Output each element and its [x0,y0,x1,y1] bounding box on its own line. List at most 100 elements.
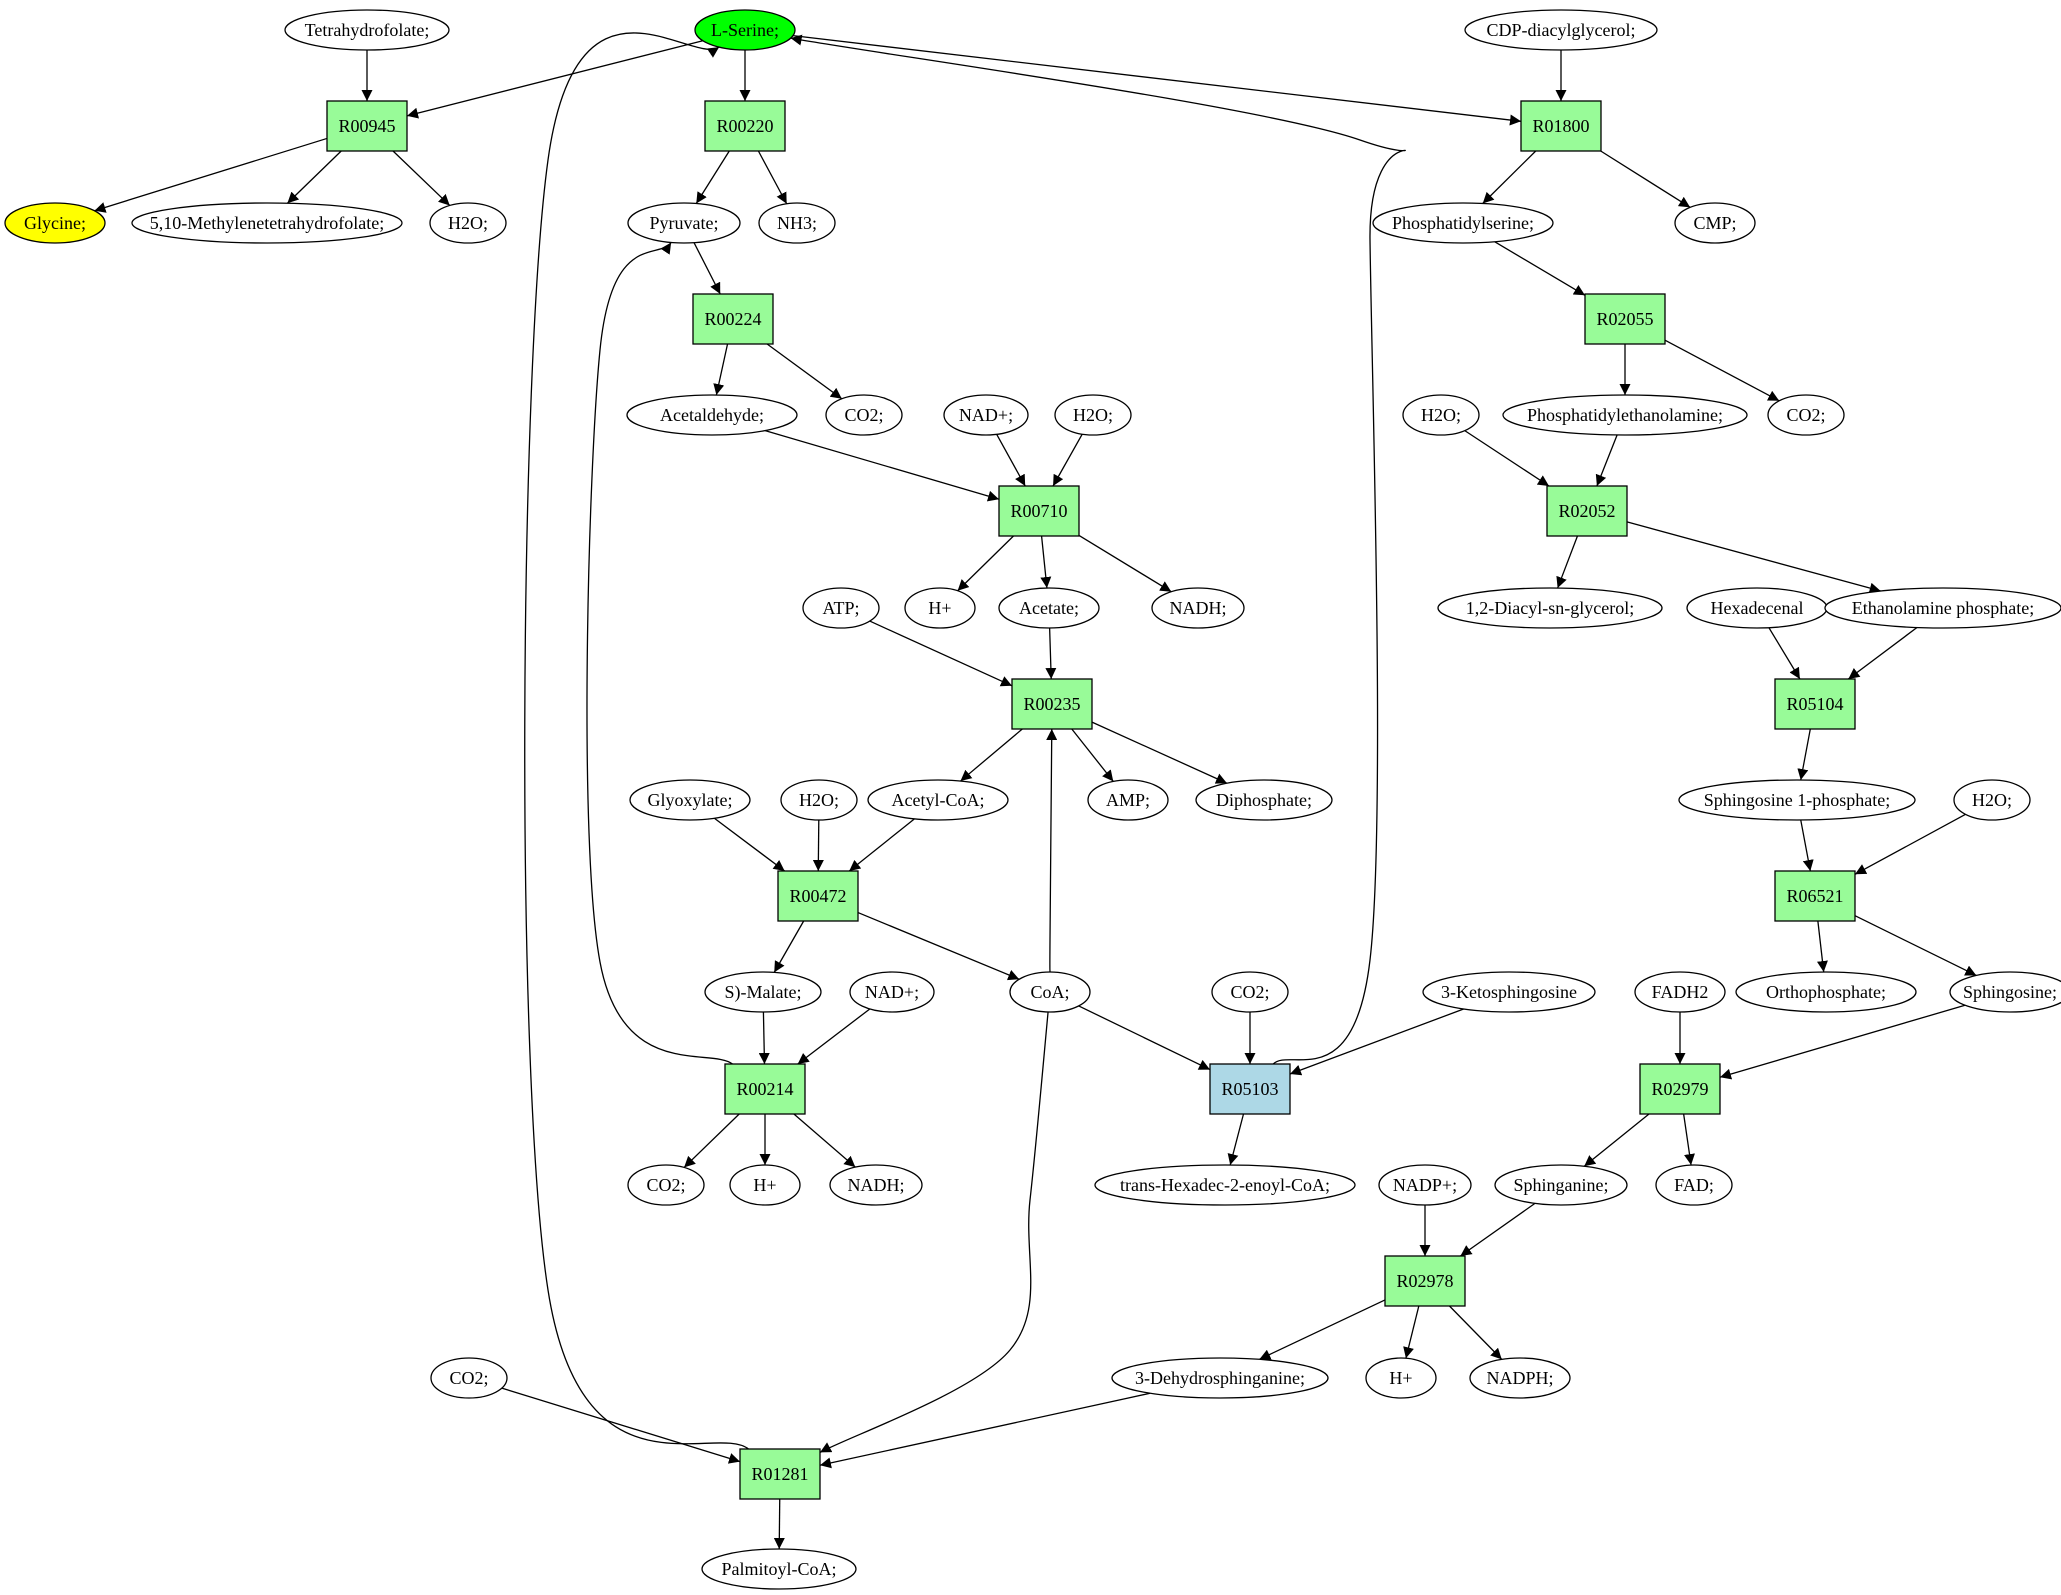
compound-node-pser[interactable]: Phosphatidylserine; [1372,202,1554,244]
reaction-node-r00224[interactable]: R00224 [692,293,774,345]
reaction-node-r02052[interactable]: R02052 [1546,485,1628,537]
compound-ellipse [1502,394,1748,436]
node-label: Acetaldehyde; [660,405,764,425]
edge-hexadecenal-to-r05104 [1768,627,1801,680]
node-label: R02055 [1596,309,1653,329]
compound-node-nadph[interactable]: NADPH; [1469,1357,1571,1399]
compound-node-accoa[interactable]: Acetyl-CoA; [867,779,1009,821]
compound-node-h2o_a[interactable]: H2O; [429,202,507,244]
compound-node-fadh2[interactable]: FADH2 [1634,971,1726,1013]
compound-node-cmp[interactable]: CMP; [1674,202,1756,244]
node-label: CO2; [1786,405,1825,425]
compound-node-ser[interactable]: L-Serine; [694,9,796,51]
compound-node-pe[interactable]: Phosphatidylethanolamine; [1502,394,1748,436]
compound-ellipse [1437,587,1663,629]
compound-node-co2_c[interactable]: CO2; [1211,971,1289,1013]
reaction-node-r00945[interactable]: R00945 [326,100,408,152]
edge-accoa-to-r00472 [848,818,915,872]
compound-node-pi[interactable]: Orthophosphate; [1735,971,1917,1013]
reaction-node-r00235[interactable]: R00235 [1011,678,1093,730]
reaction-node-r00214[interactable]: R00214 [724,1063,806,1115]
compound-node-keto[interactable]: 3-Ketosphingosine [1422,971,1596,1013]
compound-node-sph[interactable]: Sphingosine; [1949,971,2061,1013]
reaction-node-r05103[interactable]: R05103 [1209,1063,1291,1115]
compound-node-h2o_c[interactable]: H2O; [1402,394,1480,436]
compound-node-co2_b[interactable]: CO2; [1767,394,1845,436]
node-label: NAD+; [959,405,1013,425]
node-label: R02052 [1558,501,1615,521]
edge-r00710-to-acetate [1040,535,1052,589]
node-label: S)-Malate; [725,982,802,1003]
compound-node-thf[interactable]: Tetrahydrofolate; [284,9,450,51]
node-label: Glyoxylate; [648,790,733,810]
edge-acetate-to-r00235 [1045,627,1057,680]
reaction-node-r01800[interactable]: R01800 [1520,100,1602,152]
edge-ser-to-r00945 [406,40,703,119]
compound-node-nadp_a[interactable]: NAD+; [943,394,1029,436]
reaction-box [1520,100,1602,152]
compound-node-co2_a[interactable]: CO2; [825,394,903,436]
compound-node-nadh_a[interactable]: NADH; [1151,587,1245,629]
compound-node-thcoa[interactable]: trans-Hexadec-2-enoyl-CoA; [1094,1164,1356,1206]
compound-node-fad[interactable]: FAD; [1655,1164,1733,1206]
compound-node-hexadecenal[interactable]: Hexadecenal [1686,587,1828,629]
node-label: H2O; [799,790,839,810]
compound-node-co2_d[interactable]: CO2; [627,1164,705,1206]
compound-ellipse [1422,971,1596,1013]
compound-node-palm[interactable]: Palmitoyl-CoA; [701,1548,857,1590]
compound-node-h2o_e[interactable]: H2O; [1953,779,2031,821]
reaction-node-r00472[interactable]: R00472 [777,870,859,922]
compound-node-s1p[interactable]: Sphingosine 1-phosphate; [1678,779,1916,821]
compound-node-coa[interactable]: CoA; [1009,971,1091,1013]
compound-node-acald[interactable]: Acetaldehyde; [626,394,798,436]
compound-node-dag[interactable]: 1,2-Diacyl-sn-glycerol; [1437,587,1663,629]
edge-r00224-to-acald [713,343,729,396]
reaction-node-r02055[interactable]: R02055 [1584,293,1666,345]
compound-node-cdp[interactable]: CDP-diacylglycerol; [1464,9,1658,51]
compound-ellipse [1824,587,2061,629]
compound-node-mthf[interactable]: 5,10-Methylenetetrahydrofolate; [131,202,403,244]
compound-node-atp[interactable]: ATP; [802,587,880,629]
compound-node-hp_c[interactable]: H+ [1365,1357,1437,1399]
edge-r02978-to-nadph [1449,1305,1503,1360]
reaction-node-r00220[interactable]: R00220 [704,100,786,152]
reaction-box [1584,293,1666,345]
compound-node-acetate[interactable]: Acetate; [998,587,1100,629]
reaction-node-r00710[interactable]: R00710 [998,485,1080,537]
compound-node-h2o_d[interactable]: H2O; [780,779,858,821]
compound-node-etnp[interactable]: Ethanolamine phosphate; [1824,587,2061,629]
compound-node-co2_e[interactable]: CO2; [430,1357,508,1399]
reaction-node-r01281[interactable]: R01281 [739,1448,821,1500]
compound-node-ppi[interactable]: Diphosphate; [1195,779,1333,821]
compound-node-h2o_b[interactable]: H2O; [1054,394,1132,436]
edge-h2o_b-to-r00710 [1052,433,1083,487]
reaction-node-r05104[interactable]: R05104 [1774,678,1856,730]
compound-node-pyr[interactable]: Pyruvate; [627,202,741,244]
compound-ellipse [1469,1357,1571,1399]
node-label: Ethanolamine phosphate; [1852,598,2034,618]
compound-node-nadpp[interactable]: NADP+; [1378,1164,1472,1206]
compound-node-amp[interactable]: AMP; [1087,779,1169,821]
reaction-box [326,100,408,152]
compound-node-hp_a[interactable]: H+ [904,587,976,629]
reaction-node-r06521[interactable]: R06521 [1774,870,1856,922]
edge-h2o_c-to-r02052 [1464,430,1550,487]
compound-node-nh3[interactable]: NH3; [758,202,836,244]
edge-r00224-to-co2_a [766,343,843,400]
node-label: R02979 [1651,1079,1708,1099]
node-label: 3-Dehydrosphinganine; [1135,1368,1305,1388]
reaction-node-r02979[interactable]: R02979 [1639,1063,1721,1115]
node-label: CO2; [844,405,883,425]
compound-node-hp_b[interactable]: H+ [729,1164,801,1206]
compound-node-nadp_b[interactable]: NAD+; [849,971,935,1013]
compound-node-gly[interactable]: Glycine; [4,202,106,244]
node-label: R00472 [789,886,846,906]
compound-node-sphinganine[interactable]: Sphinganine; [1494,1164,1628,1206]
compound-node-dhs[interactable]: 3-Dehydrosphinganine; [1111,1357,1329,1399]
compound-node-nadh_b[interactable]: NADH; [829,1164,923,1206]
reaction-node-r02978[interactable]: R02978 [1384,1255,1466,1307]
node-label: L-Serine; [711,20,779,40]
compound-node-glyox[interactable]: Glyoxylate; [629,779,751,821]
compound-node-malate[interactable]: S)-Malate; [704,971,822,1013]
